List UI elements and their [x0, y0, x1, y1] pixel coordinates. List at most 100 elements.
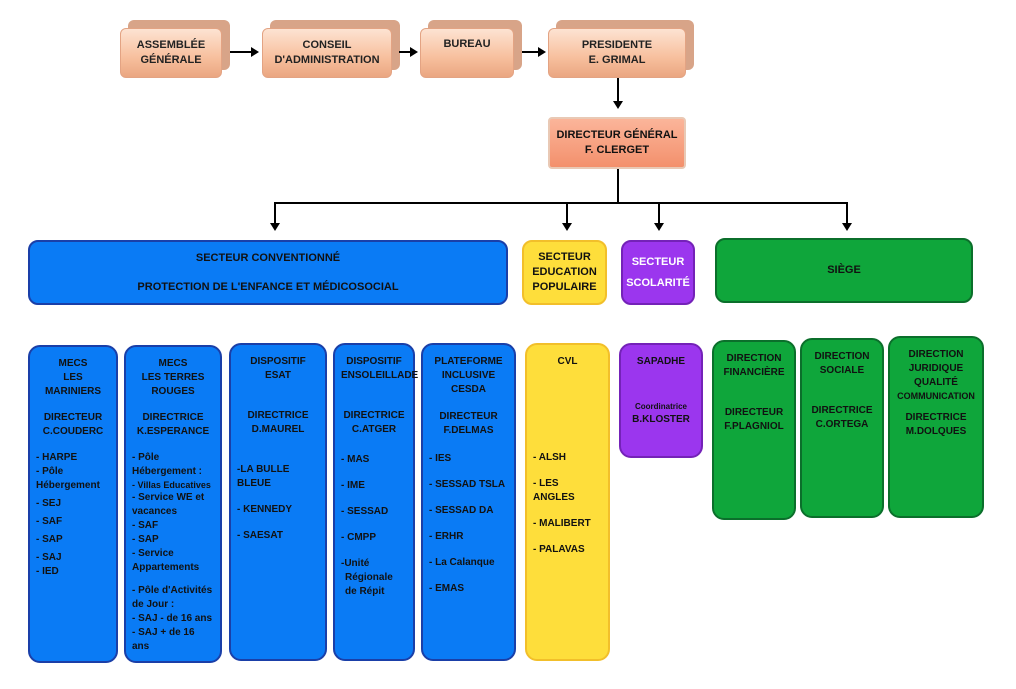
col-title: ESAT [265, 370, 291, 381]
col-director-role: DIRECTEUR [724, 407, 784, 418]
list-item: Appartements [132, 562, 200, 573]
col-director-role: DIRECTEUR [43, 412, 103, 423]
list-item: - Villas Educatives [132, 480, 211, 490]
sector-line: SCOLARITÉ [626, 276, 690, 289]
list-item: - SAJ [36, 552, 62, 563]
col-director-name: F.PLAGNIOL [724, 421, 784, 432]
list-item: - SAJ + de 16 ans [132, 627, 195, 652]
sector-conventionne: SECTEUR CONVENTIONNÉ PROTECTION DE L'ENF… [28, 240, 508, 305]
col-director-role: DIRECTRICE [905, 412, 967, 423]
col-director-name: F.DELMAS [443, 425, 494, 436]
list-item: - SAF [132, 520, 159, 531]
col-director-name: M.DOLQUES [905, 426, 967, 437]
sector-line: POPULAIRE [532, 281, 597, 293]
col-director-role: DIRECTEUR [439, 411, 498, 422]
node-bureau: BUREAU [420, 28, 514, 78]
col-director-name: C.COUDERC [42, 426, 104, 437]
list-item: - ALSH [533, 452, 566, 463]
col-director-name: B.KLOSTER [632, 414, 690, 425]
node-directeur-general: DIRECTEUR GÉNÉRAL F. CLERGET [548, 117, 686, 169]
node-line: D'ADMINISTRATION [274, 54, 380, 66]
list-item: Hébergement [36, 480, 100, 491]
col-sapadhe: SAPADHE Coordinatrice B.KLOSTER [619, 343, 703, 458]
list-item: - La Calanque [429, 557, 495, 568]
list-item: - LES ANGLES [533, 478, 575, 503]
list-item: - SESSAD [341, 506, 389, 517]
col-title: JURIDIQUE [908, 363, 964, 374]
col-title: LES TERRES [141, 372, 205, 383]
list-item: - MAS [341, 454, 370, 465]
node-line: ASSEMBLÉE [136, 39, 206, 51]
col-title: MECS [58, 358, 88, 369]
sector-education-populaire: SECTEUR EDUCATION POPULAIRE [522, 240, 607, 305]
list-item: - SESSAD TSLA [429, 479, 506, 490]
sector-line: EDUCATION [532, 266, 597, 278]
list-item: - Pôle d'Activités [132, 585, 213, 596]
col-director-role: Coordinatrice [634, 402, 687, 411]
col-title: DISPOSITIF [250, 356, 306, 367]
node-presidente: PRESIDENTE E. GRIMAL [548, 28, 686, 78]
col-director-role: DIRECTRICE [343, 410, 405, 421]
sector-scolarite: SECTEUR SCOLARITÉ [621, 240, 695, 305]
sector-line: SIÈGE [827, 264, 861, 276]
list-item: Hébergement : [132, 466, 203, 477]
col-director-role: DIRECTRICE [247, 410, 309, 421]
list-item: de Répit [345, 586, 385, 597]
list-item: -LA BULLE BLEUE [237, 464, 290, 489]
node-line: GÉNÉRALE [140, 54, 202, 66]
col-title: CVL [557, 356, 578, 367]
col-title: COMMUNICATION [897, 391, 975, 401]
col-plateforme-cesda: PLATEFORME INCLUSIVE CESDA DIRECTEUR F.D… [421, 343, 516, 661]
col-title: ENSOLEILLADE [341, 370, 419, 381]
col-title: QUALITÉ [914, 377, 958, 388]
list-item: - SEJ [36, 498, 62, 509]
col-title: MECS [158, 358, 188, 369]
col-cvl: CVL - ALSH - LES ANGLES - MALIBERT - PAL… [525, 343, 610, 661]
list-item: - KENNEDY [237, 504, 293, 515]
node-assemblee-generale: ASSEMBLÉE GÉNÉRALE [120, 28, 222, 78]
col-title: SOCIALE [819, 365, 865, 376]
col-direction-sociale: DIRECTION SOCIALE DIRECTRICE C.ORTEGA [800, 338, 884, 518]
list-item: - EMAS [429, 583, 464, 594]
list-item: -Unité [341, 558, 370, 569]
list-item: - IED [36, 566, 59, 577]
col-title: DIRECTION [908, 349, 964, 360]
node-line: CONSEIL [302, 39, 352, 51]
col-title: ROUGES [151, 386, 195, 397]
list-item: - SAP [132, 534, 159, 545]
col-direction-financiere: DIRECTION FINANCIÈRE DIRECTEUR F.PLAGNIO… [712, 340, 796, 520]
list-item: - SAJ - de 16 ans [132, 613, 213, 624]
col-director-role: DIRECTRICE [142, 412, 204, 423]
node-line: PRESIDENTE [581, 39, 653, 51]
node-conseil-administration: CONSEIL D'ADMINISTRATION [262, 28, 392, 78]
col-director-role: DIRECTRICE [811, 405, 873, 416]
list-item: de Jour : [132, 599, 175, 610]
col-director-name: C.ATGER [351, 424, 397, 435]
list-item: - HARPE [36, 452, 78, 463]
node-line: E. GRIMAL [588, 54, 646, 66]
col-title: DIRECTION [814, 351, 870, 362]
col-dispositif-ensoleillade: DISPOSITIF ENSOLEILLADE DIRECTRICE C.ATG… [333, 343, 419, 661]
list-item: vacances [132, 506, 178, 517]
list-item: - Pôle [132, 452, 160, 463]
list-item: - Pôle [36, 466, 64, 477]
sector-line: SECTEUR [538, 251, 591, 263]
list-item: - PALAVAS [533, 544, 585, 555]
list-item: - SAF [36, 516, 63, 527]
col-direction-juridique: DIRECTION JURIDIQUE QUALITÉ COMMUNICATIO… [888, 336, 984, 518]
col-director-name: C.ORTEGA [815, 419, 869, 430]
node-line: DIRECTEUR GÉNÉRAL [556, 129, 678, 141]
col-title: CESDA [450, 384, 486, 395]
col-title: DISPOSITIF [346, 356, 402, 367]
list-item: - SAP [36, 534, 63, 545]
list-item: - IES [429, 453, 452, 464]
col-title: PLATEFORME [434, 356, 503, 367]
sector-line: SECTEUR [631, 255, 685, 268]
list-item: - SESSAD DA [429, 505, 494, 516]
col-director-name: K.ESPERANCE [136, 426, 210, 437]
col-title: MARINIERS [44, 386, 102, 397]
col-title: DIRECTION [726, 353, 782, 364]
col-mecs-mariniers: MECS LES MARINIERS DIRECTEUR C.COUDERC -… [28, 345, 118, 663]
sector-line: PROTECTION DE L'ENFANCE ET MÉDICOSOCIAL [137, 280, 399, 293]
col-dispositif-esat: DISPOSITIF ESAT DIRECTRICE D.MAUREL -LA … [229, 343, 327, 661]
